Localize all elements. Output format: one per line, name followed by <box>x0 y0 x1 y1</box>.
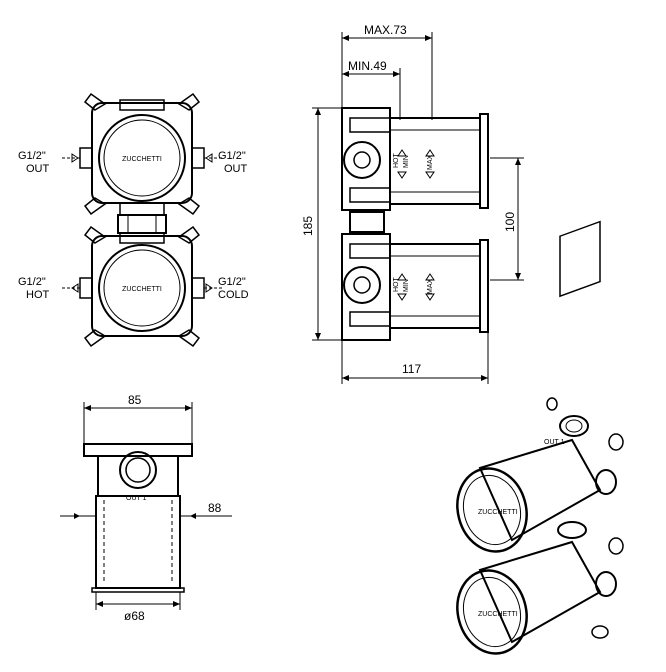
iso-brand-upper: ZUCCHETTI <box>478 509 518 516</box>
label-top-right: G1/2" <box>218 150 246 162</box>
dim-diameter: ø68 <box>124 609 145 623</box>
label-top-left-sub: OUT <box>26 163 50 175</box>
top-view: 85 OUT 1 88 ø68 <box>60 393 232 623</box>
iso-view: ZUCCHETTI OUT 1 ZUCCHETTI <box>456 220 624 655</box>
tag-min-lower: MIN <box>403 279 410 292</box>
dim-top-width: 85 <box>128 393 142 407</box>
label-top-left: G1/2" <box>18 150 46 162</box>
brand-text-upper: ZUCCHETTI <box>122 156 162 163</box>
side-view: MAX.73 MIN.49 185 100 117 <box>301 23 524 384</box>
dim-min-depth: MIN.49 <box>348 59 387 73</box>
label-bottom-left: G1/2" <box>18 276 46 288</box>
dim-top-offset: 88 <box>208 501 222 515</box>
dim-max-depth: MAX.73 <box>364 23 407 37</box>
dim-spacing: 100 <box>503 212 517 232</box>
tag-max-lower: MAX <box>427 279 434 295</box>
tag-min-upper: MIN <box>403 155 410 168</box>
port-arrows <box>62 153 222 293</box>
label-bottom-right-sub: COLD <box>218 289 249 301</box>
upper-valve-side: HOT MIN MAX <box>341 107 489 211</box>
label-bottom-left-sub: HOT <box>26 289 50 301</box>
iso-connector <box>557 521 587 539</box>
iso-upper-cylinder: ZUCCHETTI OUT 1 <box>456 220 624 553</box>
label-top-right-sub: OUT <box>224 163 248 175</box>
dim-height: 185 <box>301 216 315 236</box>
top-outlet-label: OUT 1 <box>126 495 147 502</box>
iso-outlet-label: OUT 1 <box>544 439 565 446</box>
lower-valve-front: ZUCCHETTI <box>79 225 205 348</box>
tag-hot-lower: HOT <box>393 277 400 293</box>
connector-nut <box>117 214 167 234</box>
tag-hot-upper: HOT <box>393 153 400 169</box>
side-connector-nut <box>349 211 385 233</box>
iso-brand-lower: ZUCCHETTI <box>478 611 518 618</box>
brand-text-lower: ZUCCHETTI <box>122 286 162 293</box>
iso-lower-cylinder: ZUCCHETTI <box>456 537 624 655</box>
label-bottom-right: G1/2" <box>218 276 246 288</box>
lower-valve-side: HOT MIN MAX <box>341 233 489 341</box>
tag-max-upper: MAX <box>427 155 434 171</box>
front-view: ZUCCHETTI ZUCCHETTI <box>18 92 249 348</box>
dim-width: 117 <box>402 362 421 376</box>
upper-valve-front: ZUCCHETTI <box>79 92 205 216</box>
